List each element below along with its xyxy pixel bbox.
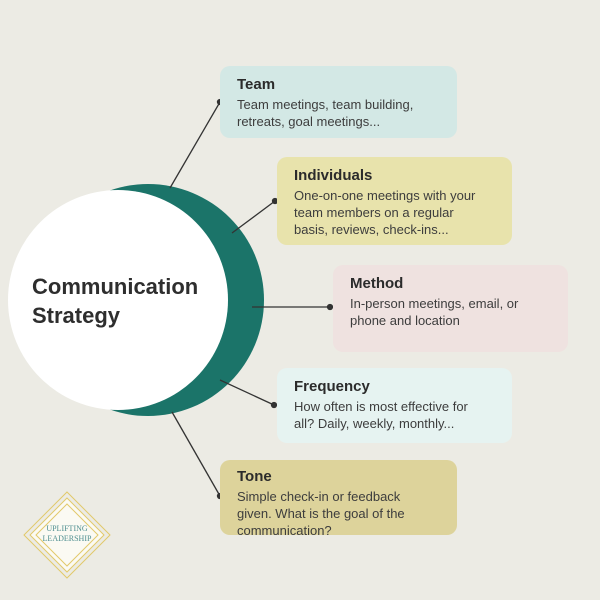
center-title: Communication Strategy [32, 272, 198, 330]
connector-frequency [219, 379, 275, 406]
uplifting-leadership-logo [23, 491, 111, 579]
logo-line: LEADERSHIP [42, 534, 92, 543]
individuals-card: Individuals One-on-one meetings with you… [277, 157, 512, 245]
center-title-line: Communication [32, 274, 199, 299]
team-card: Team Team meetings, team building,retrea… [220, 66, 457, 138]
connector-tone [171, 411, 221, 497]
card-title: Method [350, 275, 404, 292]
card-title: Individuals [294, 167, 373, 184]
logo-line: UPLIFTING [46, 524, 88, 533]
card-title: Team [237, 76, 276, 93]
connector-team [169, 101, 221, 189]
center-title-line: Strategy [32, 303, 121, 328]
card-text: Team meetings, team building,retreats, g… [237, 97, 414, 129]
frequency-card: Frequency How often is most effective fo… [277, 368, 512, 443]
connector-individuals [231, 200, 276, 234]
logo-text: UPLIFTING LEADERSHIP [22, 524, 112, 544]
card-title: Tone [237, 468, 272, 485]
card-title: Frequency [294, 378, 370, 395]
center-circle [8, 190, 228, 410]
